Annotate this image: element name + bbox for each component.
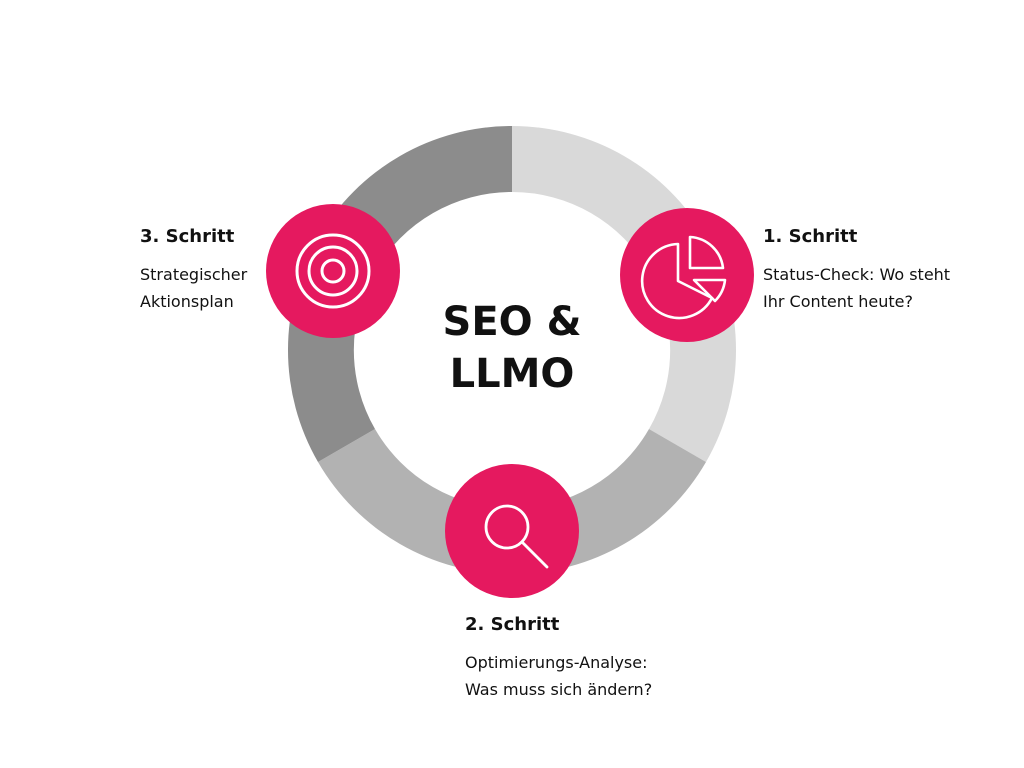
step-3-line-2: Aktionsplan: [140, 292, 234, 311]
center-title: SEO & LLMO: [412, 296, 612, 400]
target-icon: [295, 233, 371, 309]
step-1-line-1: Status-Check: Wo steht: [763, 265, 951, 284]
center-title-line-1: SEO &: [442, 299, 582, 345]
step-2-node: [445, 464, 579, 598]
step-2-caption: 2. Schritt Optimierungs-Analyse: Was mus…: [465, 614, 652, 703]
step-1-description: Status-Check: Wo steht Ihr Content heute…: [763, 261, 950, 315]
step-1-line-2: Ihr Content heute?: [763, 292, 913, 311]
magnifier-icon: [484, 504, 549, 569]
step-2-title: 2. Schritt: [465, 614, 560, 635]
step-3-line-1: Strategischer: [140, 265, 248, 284]
step-3-caption: 3. Schritt Strategischer Aktionsplan: [140, 226, 247, 315]
step-2-line-2: Was muss sich ändern?: [465, 680, 653, 699]
step-3-title: 3. Schritt: [140, 226, 235, 247]
step-2-description: Optimierungs-Analyse: Was muss sich ände…: [465, 649, 652, 703]
step-2-line-1: Optimierungs-Analyse:: [465, 653, 648, 672]
step-3-node: [266, 204, 400, 338]
step-1-title: 1. Schritt: [763, 226, 858, 247]
center-title-line-2: LLMO: [449, 351, 575, 397]
step-1-caption: 1. Schritt Status-Check: Wo steht Ihr Co…: [763, 226, 950, 315]
pie-chart-icon: [640, 235, 727, 320]
step-3-description: Strategischer Aktionsplan: [140, 261, 247, 315]
step-1-node: [620, 208, 754, 342]
ring-segment-step-2: [318, 429, 706, 575]
